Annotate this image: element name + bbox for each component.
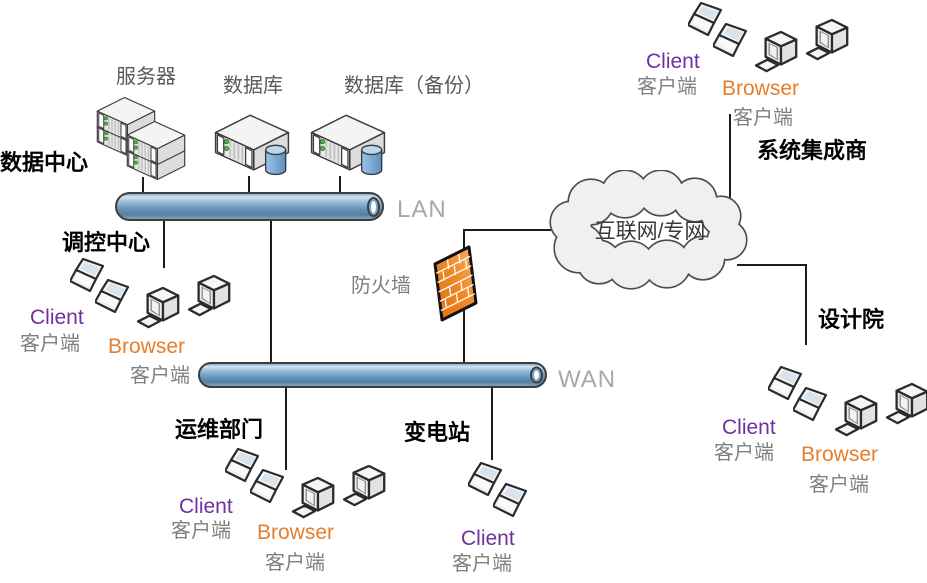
laptop-icon [493,483,533,519]
link-lan-control-center [163,219,165,268]
system-integrator-label: 系统集成商 [757,138,868,163]
laptop-icon [793,387,833,423]
substation-label: 变电站 [404,420,471,445]
ops-department-label: 运维部门 [175,417,264,442]
firewall-label: 防火墙 [351,275,411,297]
wan-label: WAN [558,366,617,393]
desktop-icon [291,477,341,521]
server-label: 服务器 [116,66,176,88]
browser-cn-label: 客户端 [809,474,869,496]
browser-cn-label: 客户端 [265,552,325,574]
browser-label: Browser [257,521,335,544]
datacenter-label: 数据中心 [0,150,89,175]
link-firewall-cloud [463,229,552,231]
client-cn-label: 客户端 [637,76,697,98]
link-database-lan [248,176,250,194]
client-label: Client [30,306,84,329]
database-label: 数据库 [223,75,283,97]
desktop-icon [885,383,927,427]
firewall-icon [430,243,482,325]
database-icon [210,108,294,179]
link-lan-wan [270,219,272,364]
client-cn-label: 客户端 [20,333,80,355]
wan-bus [198,362,547,388]
client-label: Client [461,527,515,550]
server-stack-icon [89,95,191,185]
client-label: Client [179,495,233,518]
link-wan-ops [285,385,287,470]
link-database-backup-lan [339,176,341,194]
browser-label: Browser [108,335,186,358]
control-center-label: 调控中心 [62,230,151,255]
laptop-icon [95,279,135,315]
laptop-icon [713,23,753,59]
desktop-icon [342,465,392,509]
desktop-icon [834,395,884,439]
lan-bus-endcap [367,196,380,217]
lan-bus [115,192,384,221]
client-label: Client [722,416,776,439]
browser-cn-label: 客户端 [733,107,793,129]
browser-label: Browser [722,77,800,100]
link-server-lan [142,177,144,194]
design-institute-label: 设计院 [818,307,885,332]
desktop-icon [136,287,186,331]
lan-label: LAN [397,196,447,223]
cloud-label: 互联网/专网 [594,220,706,243]
link-cloud-design [737,264,807,266]
desktop-icon [754,31,804,75]
desktop-icon [187,275,237,319]
database-backup-icon [306,108,390,179]
desktop-icon [805,19,855,63]
laptop-icon [250,469,290,505]
link-design-clients [805,264,807,345]
client-cn-label: 客户端 [714,442,774,464]
link-integrator-cloud [729,114,731,200]
browser-cn-label: 客户端 [130,365,190,387]
client-label: Client [646,50,700,73]
link-wan-substation [491,385,493,460]
wan-bus-endcap [530,366,543,384]
client-cn-label: 客户端 [452,553,512,575]
browser-label: Browser [801,443,879,466]
database-backup-label: 数据库（备份） [344,75,484,97]
client-cn-label: 客户端 [171,520,231,542]
